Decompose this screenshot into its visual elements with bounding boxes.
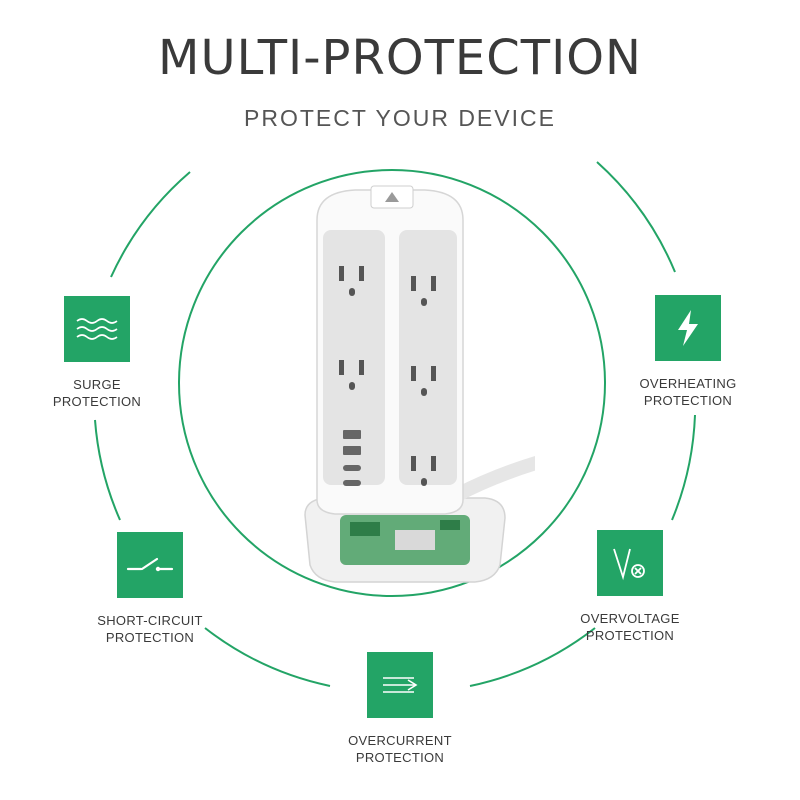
surge-tile <box>64 296 130 362</box>
power-tower-image <box>304 185 535 583</box>
feature-label-line2: PROTECTION <box>643 393 733 408</box>
feature-label-line2: PROTECTION <box>52 394 142 409</box>
outer-ring <box>94 161 696 687</box>
waves-icon <box>76 318 118 340</box>
overvoltage-tile <box>597 530 663 596</box>
inner-ring <box>178 169 606 597</box>
feature-label-line1: OVERCURRENT <box>348 733 452 748</box>
feature-overheating-protection: OVERHEATING PROTECTION <box>603 295 773 409</box>
feature-label-line1: SURGE <box>73 377 121 392</box>
page-title: MULTI-PROTECTION <box>158 30 642 86</box>
feature-overvoltage-protection: OVERVOLTAGE PROTECTION <box>545 530 715 644</box>
arrows-icon <box>383 677 418 693</box>
voltage-icon <box>613 548 645 581</box>
feature-label-line1: OVERVOLTAGE <box>580 611 680 626</box>
feature-label-line2: PROTECTION <box>585 628 675 643</box>
feature-label-line2: PROTECTION <box>355 750 445 765</box>
feature-label-line1: OVERHEATING <box>639 376 737 391</box>
switch-icon <box>126 557 174 572</box>
page-subtitle: PROTECT YOUR DEVICE <box>244 105 556 131</box>
lightning-icon <box>678 310 698 346</box>
overheating-tile <box>655 295 721 361</box>
short-circuit-tile <box>117 532 183 598</box>
feature-surge-protection: SURGE PROTECTION <box>12 296 182 410</box>
feature-label-line2: PROTECTION <box>105 630 195 645</box>
overcurrent-tile <box>367 652 433 718</box>
feature-short-circuit-protection: SHORT-CIRCUIT PROTECTION <box>65 532 235 646</box>
feature-label-line1: SHORT-CIRCUIT <box>97 613 203 628</box>
feature-overcurrent-protection: OVERCURRENT PROTECTION <box>315 652 485 766</box>
